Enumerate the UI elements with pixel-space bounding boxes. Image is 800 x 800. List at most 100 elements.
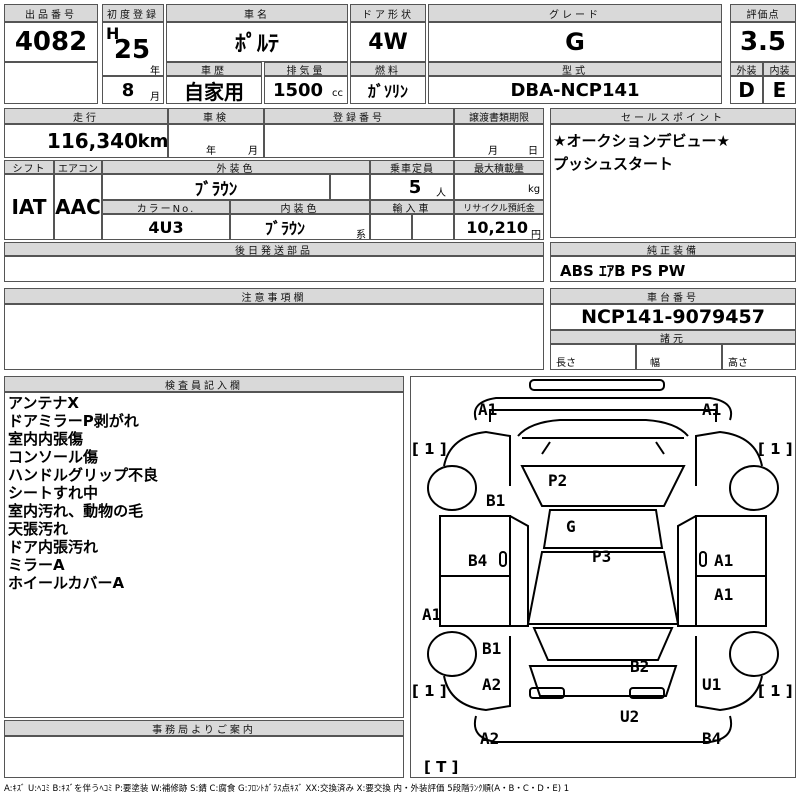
inspector-notes-list: アンテナX ドアミラーP剥がれ 室内内張傷 コンソール傷 ハンドルグリップ不良 … [8, 394, 398, 592]
damage-label: U1 [702, 675, 721, 694]
damage-label: B2 [630, 657, 649, 676]
bracket-right-front: [ 1 ] [758, 440, 793, 458]
recycle-label: リサイクル預託金 [454, 200, 544, 214]
damage-label: B4 [468, 551, 487, 570]
damage-label: B1 [486, 491, 505, 510]
grade: G [565, 28, 585, 56]
left-rear-fender [443, 636, 511, 712]
registration-month: 8 [121, 79, 135, 101]
displacement: 1500 [272, 79, 324, 101]
damage-label: A2 [482, 675, 501, 694]
sales-points-label: セールスポイント [550, 108, 796, 124]
chassis-number: NCP141-9079457 [581, 306, 765, 328]
bracket-left-rear: [ 1 ] [412, 682, 447, 700]
front-bumper [474, 397, 732, 421]
right-front-handle [699, 551, 707, 567]
hood-front [517, 419, 689, 437]
inspector-note: 室内内張傷 [8, 430, 84, 448]
shift-type: IAT [11, 195, 47, 219]
left-front-handle [499, 551, 507, 567]
chassis-label: 車台番号 [550, 288, 796, 304]
color-number-box [102, 214, 230, 240]
inspector-notes-label: 検査員記入欄 [4, 376, 404, 392]
damage-labels: A1 A1 P2 B1 G B4 P3 A1 A1 A1 B1 B2 A2 U1… [422, 400, 733, 748]
overall-score: 3.5 [739, 27, 787, 57]
inspection-year-unit: 年 [206, 146, 216, 157]
car-name: ﾎﾟﾙﾃ [234, 32, 279, 57]
registration-year: 25 [113, 35, 151, 65]
capacity-unit: 人 [436, 188, 446, 199]
plate-box [264, 124, 454, 158]
left-rear-door [439, 575, 511, 627]
grade-label: グレード [428, 4, 722, 22]
exterior-color-box [102, 174, 330, 200]
front-bumper-strip [529, 379, 665, 391]
lot-number-label: 出品番号 [4, 4, 98, 22]
recycle-unit: 円 [531, 230, 541, 241]
inspection-label: 車検 [168, 108, 264, 124]
ac-box [54, 174, 102, 240]
model-box [428, 76, 722, 104]
inspector-note: 天張汚れ [8, 520, 69, 538]
import-label: 輸入車 [370, 200, 454, 214]
right-front-wheel [729, 465, 779, 511]
sales-points-box [550, 124, 796, 238]
inspector-note: ドアミラーP剥がれ [8, 412, 139, 430]
damage-label: G [566, 517, 576, 536]
bracket-right-rear: [ 1 ] [758, 682, 793, 700]
car-name-box [166, 22, 348, 62]
bracket-left-front: [ 1 ] [412, 440, 447, 458]
ac-type: AAC [55, 195, 101, 219]
mileage-label: 走行 [4, 108, 168, 124]
inspector-note: ドア内張汚れ [8, 538, 99, 556]
month-unit: 月 [150, 92, 160, 103]
inspection-month-unit: 月 [248, 146, 258, 157]
hood-creases [541, 441, 665, 455]
car-damage-diagram: [ 1 ] [ 1 ] [ 1 ] [ 1 ] [ T ] A1 A1 P2 B… [412, 379, 793, 776]
mileage: 116,340 [46, 129, 138, 153]
inspector-note: 室内汚れ、動物の毛 [8, 502, 144, 520]
transfer-deadline-box [454, 124, 544, 158]
caution-label: 注意事項欄 [4, 288, 544, 304]
inspector-notes-box [4, 392, 404, 718]
recycle-box [454, 214, 544, 240]
ac-label: エアコン [54, 160, 102, 174]
exterior-label: 外装 [730, 62, 763, 76]
roof-front [542, 509, 664, 549]
import-box-right [412, 214, 454, 240]
seating-capacity: 5 [408, 176, 422, 198]
right-front-fender [695, 430, 763, 486]
damage-label: U2 [620, 707, 639, 726]
caution-box [4, 304, 544, 370]
model-code: DBA-NCP141 [510, 79, 640, 101]
damage-label: A1 [702, 400, 721, 419]
chassis-box [550, 304, 796, 330]
door-type-label: ドア形状 [350, 4, 426, 22]
inspector-note: コンソール傷 [8, 448, 99, 466]
trunk [528, 665, 678, 697]
damage-label: A2 [480, 729, 499, 748]
damage-label: A1 [714, 551, 733, 570]
left-front-fender [443, 430, 511, 486]
right-pillar [677, 515, 697, 627]
color-number-label: カラーNo. [102, 200, 230, 214]
sales-point-2: プッシュスタート [553, 155, 674, 173]
rear-bumper [474, 715, 732, 743]
model-label: 型式 [428, 62, 722, 76]
registration-month-box [102, 76, 164, 104]
rear-window [532, 627, 674, 661]
exterior-color: ﾌﾞﾗｳﾝ [194, 179, 238, 200]
damage-label: P2 [548, 471, 567, 490]
lot-number-box [4, 22, 98, 62]
era-mark: H [106, 24, 120, 43]
displacement-unit: cc [332, 88, 343, 99]
right-rear-fender [695, 636, 763, 712]
windshield [520, 465, 686, 507]
equipment: ABS ｴｱB PS PW [560, 262, 686, 280]
rear-reflector [629, 687, 665, 699]
shift-box [4, 174, 54, 240]
damage-code-legend: A:ｷｽﾞ U:ﾍｺﾐ B:ｷｽﾞを伴うﾍｺﾐ P:要塗装 W:補修跡 S:錆 … [4, 784, 570, 794]
bracket-marks: [ 1 ] [ 1 ] [ 1 ] [ 1 ] [ T ] [412, 440, 793, 776]
exterior-box [730, 76, 763, 104]
inspector-note: アンテナX [8, 394, 79, 412]
